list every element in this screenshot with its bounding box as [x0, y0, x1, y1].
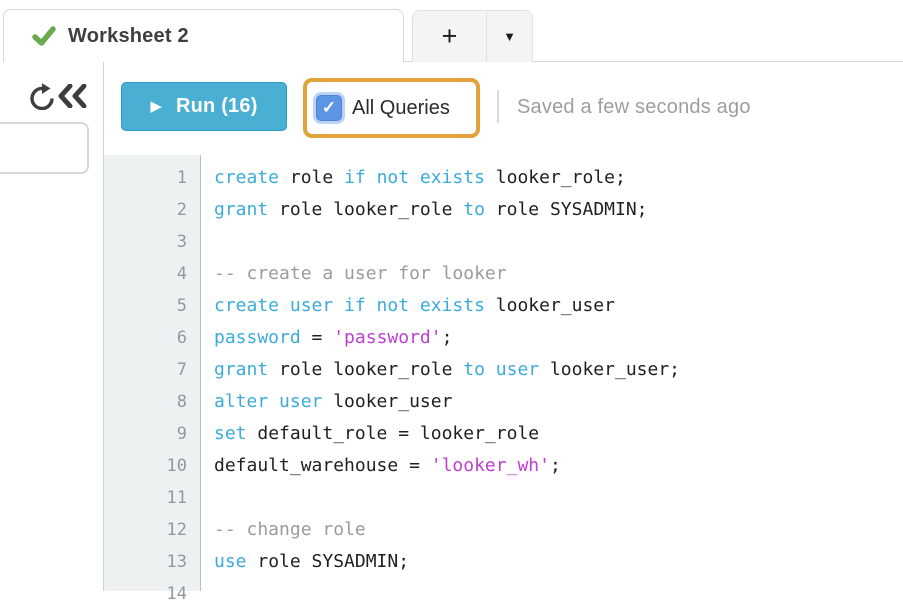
- run-button[interactable]: ▶ Run (16): [121, 82, 287, 131]
- all-queries-checkbox[interactable]: ✓: [316, 95, 342, 121]
- plus-icon: +: [441, 21, 458, 51]
- code-line[interactable]: use role SYSADMIN;: [214, 546, 903, 578]
- code-token-identifier: role SYSADMIN;: [246, 551, 410, 572]
- line-number: 5: [176, 296, 187, 316]
- code-token-keyword: use: [214, 551, 247, 572]
- code-token-keyword: alter user: [214, 391, 323, 412]
- code-line[interactable]: create user if not exists looker_user: [214, 290, 903, 322]
- code-token-identifier: role: [279, 167, 345, 188]
- line-number: 9: [176, 424, 187, 444]
- code-token-comment: -- change role: [214, 519, 366, 540]
- check-icon: [32, 25, 56, 47]
- code-token-keyword: to: [463, 199, 485, 220]
- code-token-string: 'looker_wh': [430, 455, 550, 476]
- play-icon: ▶: [150, 98, 162, 115]
- code-line[interactable]: grant role looker_role to user looker_us…: [214, 354, 903, 386]
- line-number: 10: [166, 456, 187, 476]
- code-token-identifier: looker_user: [484, 295, 615, 316]
- code-token-identifier: role SYSADMIN;: [484, 199, 648, 220]
- collapse-panel-button[interactable]: [57, 83, 89, 108]
- line-number: 12: [166, 520, 187, 540]
- code-line[interactable]: -- create a user for looker: [214, 258, 903, 290]
- code-token-keyword: password: [214, 327, 301, 348]
- code-line[interactable]: default_warehouse = 'looker_wh';: [214, 450, 903, 482]
- code-token-keyword: grant: [214, 359, 269, 380]
- line-number: 2: [176, 200, 187, 220]
- code-token-keyword: set: [214, 423, 247, 444]
- code-token-keyword: create user if not exists: [214, 295, 485, 316]
- line-number: 3: [176, 232, 187, 252]
- panel-divider: [103, 62, 104, 591]
- saved-status: Saved a few seconds ago: [517, 95, 751, 118]
- line-number: 7: [176, 360, 187, 380]
- code-token-keyword: create: [214, 167, 280, 188]
- code-token-identifier: ;: [441, 327, 453, 348]
- code-token-identifier: role looker_role: [268, 199, 464, 220]
- refresh-button[interactable]: [28, 80, 55, 111]
- code-token-identifier: default_role = looker_role: [246, 423, 540, 444]
- code-line[interactable]: [214, 226, 903, 258]
- refresh-icon: [28, 81, 55, 110]
- code-line[interactable]: set default_role = looker_role: [214, 418, 903, 450]
- code-line[interactable]: [214, 578, 903, 591]
- sql-editor[interactable]: create role if not exists looker_role;gr…: [214, 155, 903, 591]
- worksheet-tab-actions: + ▼: [412, 10, 533, 62]
- worksheet-menu-button[interactable]: ▼: [487, 11, 532, 62]
- line-number: 1: [176, 168, 187, 188]
- code-token-keyword: to user: [463, 359, 540, 380]
- new-worksheet-button[interactable]: +: [413, 11, 487, 62]
- toolbar-divider: [497, 90, 499, 123]
- double-chevron-left-icon: [57, 83, 89, 108]
- code-token-identifier: role looker_role: [268, 359, 464, 380]
- code-line[interactable]: -- change role: [214, 514, 903, 546]
- code-token-identifier: looker_role;: [484, 167, 626, 188]
- code-token-identifier: looker_user: [322, 391, 453, 412]
- code-line[interactable]: [214, 482, 903, 514]
- code-line[interactable]: alter user looker_user: [214, 386, 903, 418]
- code-line[interactable]: grant role looker_role to role SYSADMIN;: [214, 194, 903, 226]
- line-number: 6: [176, 328, 187, 348]
- tabbar-bottom-border: [403, 61, 903, 62]
- line-number: 8: [176, 392, 187, 412]
- code-token-identifier: ;: [549, 455, 561, 476]
- caret-down-icon: ▼: [503, 29, 516, 44]
- all-queries-label[interactable]: All Queries: [352, 96, 450, 119]
- code-token-identifier: default_warehouse =: [214, 455, 431, 476]
- left-panel-field[interactable]: [0, 122, 89, 174]
- all-queries-highlight-box: ✓ All Queries: [303, 78, 480, 138]
- line-number: 4: [176, 264, 187, 284]
- line-number: 11: [166, 488, 187, 508]
- code-token-string: 'password': [333, 327, 442, 348]
- code-token-comment: -- create a user for looker: [214, 263, 507, 284]
- line-number: 13: [166, 552, 187, 572]
- code-token-keyword: if not exists: [344, 167, 485, 188]
- tab-worksheet-2[interactable]: Worksheet 2: [3, 9, 404, 62]
- code-token-keyword: grant: [214, 199, 269, 220]
- checkmark-icon: ✓: [321, 98, 337, 117]
- tab-title: Worksheet 2: [68, 24, 189, 47]
- code-token-identifier: looker_user;: [539, 359, 681, 380]
- code-token-identifier: =: [300, 327, 334, 348]
- line-number: 14: [166, 584, 187, 604]
- code-line[interactable]: password = 'password';: [214, 322, 903, 354]
- code-line[interactable]: create role if not exists looker_role;: [214, 162, 903, 194]
- run-button-label: Run (16): [175, 95, 258, 117]
